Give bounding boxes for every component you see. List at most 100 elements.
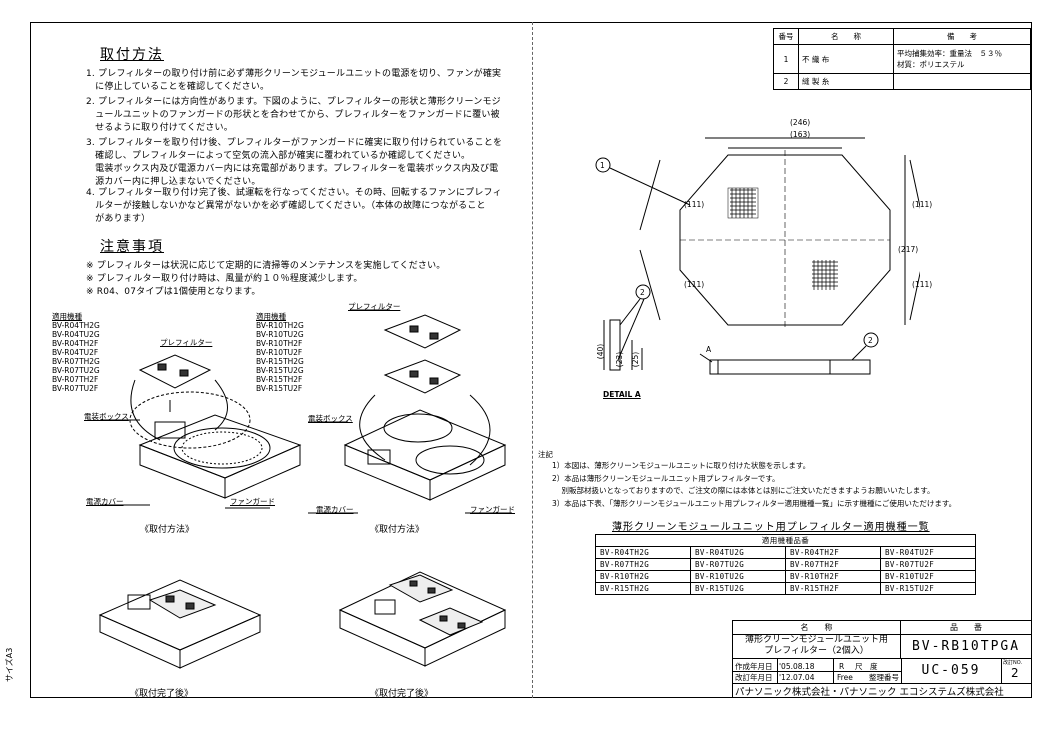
balloon-2: 2	[868, 336, 873, 345]
table-cell: BV-R04TU2F	[880, 546, 976, 559]
caption-done: 《取付完了後》	[130, 689, 194, 699]
table-cell: BV-R07TH2F	[785, 558, 881, 571]
title-name-line: プレフィルター（2個入）	[764, 646, 869, 656]
model-item: BV-R04TU2F	[52, 348, 99, 357]
table-cell: BV-R07TH2G	[595, 558, 691, 571]
table-row: BV-R04TH2G BV-R04TU2G BV-R04TH2F BV-R04T…	[595, 546, 976, 559]
table-cell: BV-R04TH2G	[595, 546, 691, 559]
parts-row-name: 不 織 布	[798, 44, 894, 74]
mesh-pattern-1	[727, 187, 759, 219]
revised-label: 改訂年月日	[735, 673, 773, 682]
table-cell: BV-R07TU2G	[690, 558, 786, 571]
model-item: BV-R15TH2F	[256, 375, 303, 384]
table-row: BV-R10TH2G BV-R10TU2G BV-R10TH2F BV-R10T…	[595, 570, 976, 583]
drawing-no-label: 整理番号	[869, 673, 899, 682]
free-label: Free	[837, 673, 853, 682]
model-item: BV-R10TH2G	[256, 321, 304, 330]
model-item: BV-R07TU2F	[52, 384, 99, 393]
prefilter-drawing	[595, 137, 920, 330]
title-col-line	[1001, 659, 1002, 683]
model-item: BV-R10TH2F	[256, 339, 303, 348]
title-name-line: 薄形クリーンモジュールユニット用	[745, 635, 888, 645]
dim-163: (163)	[790, 130, 811, 139]
model-item: BV-R07TU2G	[52, 366, 100, 375]
caution-item: ※ R04、07タイプは1個使用となります。	[86, 287, 261, 297]
title-col-line	[777, 659, 778, 683]
left-models-list: BV-R04TH2G BV-R04TU2G BV-R04TH2F BV-R04T…	[52, 321, 100, 393]
dim-40: (40)	[596, 343, 606, 360]
rev-label: 改訂NO.	[1003, 660, 1023, 666]
notes-heading: 注記	[538, 450, 553, 459]
dim-111: (111)	[684, 200, 705, 209]
model-item: BV-R15TU2F	[256, 384, 303, 393]
caution-item: ※ プレフィルターは状況に応じて定期的に清掃等のメンテナンスを実施してください。	[86, 261, 446, 271]
install-heading: 取付方法	[100, 47, 164, 63]
parts-row-note: 平均捕集効率：重量法 ５３％ 材質：ポリエステル	[893, 44, 1031, 74]
label-fanguard: ファンガード	[470, 505, 515, 514]
label-prefilter: プレフィルター	[160, 338, 213, 347]
label-prefilter: プレフィルター	[348, 302, 401, 311]
parts-header-name: 名 称	[798, 28, 894, 45]
install-step-1: 1. プレフィルターの取り付け前に必ず薄形クリーンモジュールユニットの電源を切り…	[86, 69, 502, 92]
label-electrical-box: 電装ボックス	[308, 414, 353, 423]
title-name-header: 名 称	[733, 621, 901, 635]
note-item: 2）本品は薄形クリーンモジュールユニット用プレフィルターです。	[552, 474, 780, 483]
install-step-4: 4. プレフィルター取り付け完了後、試運転を行なってください。その時、回転するフ…	[86, 188, 502, 224]
balloon-1: 1	[600, 161, 605, 170]
title-row-line	[733, 671, 901, 672]
parts-note-line: 材質：ポリエステル	[897, 60, 965, 69]
label-power-cover: 電源カバー	[86, 497, 124, 506]
table-cell: BV-R10TU2F	[880, 570, 976, 583]
created-label: 作成年月日	[735, 662, 773, 671]
applicable-header: 適用機種品番	[595, 534, 976, 547]
parts-row-no: 1	[773, 44, 799, 74]
table-cell: BV-R10TH2G	[595, 570, 691, 583]
title-col-line	[901, 659, 902, 683]
drawing-sheet	[30, 22, 1032, 698]
caution-item: ※ プレフィルター取り付け時は、風量が約１０％程度減少します。	[86, 274, 363, 284]
note-item: 1）本図は、薄形クリーンモジュールユニットに取り付けた状態を示します。	[552, 461, 811, 470]
table-cell: BV-R15TH2F	[785, 582, 881, 595]
sheet-divider	[532, 22, 533, 698]
note-item: 別販部材扱いとなっておりますので、ご注文の際には本体とは別にご注文いただきますよ…	[552, 486, 935, 495]
caution-heading: 注意事項	[100, 239, 164, 255]
dim-111: (111)	[684, 280, 705, 289]
r-label: R	[839, 662, 845, 671]
parts-row-note	[893, 73, 1031, 90]
drawing-number: UC-059	[921, 663, 981, 678]
revised-date: '12.07.04	[779, 673, 815, 682]
dim-111: (111)	[912, 280, 933, 289]
caption-method: 《取付方法》	[370, 525, 425, 535]
table-cell: BV-R04TH2F	[785, 546, 881, 559]
parts-row-no: 2	[773, 73, 799, 90]
model-item: BV-R10TU2G	[256, 330, 304, 339]
parts-note-line: 平均捕集効率：重量法 ５３％	[897, 49, 1002, 58]
detail-mark: A	[706, 345, 712, 354]
sheet-size-label: サイズA3	[5, 647, 14, 682]
label-fanguard: ファンガード	[230, 497, 275, 506]
table-cell: BV-R10TU2G	[690, 570, 786, 583]
model-item: BV-R07TH2F	[52, 375, 99, 384]
install-step-3: 3. プレフィルターを取り付け後、プレフィルターがファンガードに確実に取り付けら…	[86, 138, 503, 187]
dim-25: (25)	[631, 351, 641, 368]
table-cell: BV-R15TU2G	[690, 582, 786, 595]
applicable-title: 薄形クリーンモジュールユニット用プレフィルター適用機種一覧	[612, 522, 930, 533]
table-cell: BV-R15TH2G	[595, 582, 691, 595]
model-item: BV-R07TH2G	[52, 357, 100, 366]
table-row: BV-R07TH2G BV-R07TU2G BV-R07TH2F BV-R07T…	[595, 558, 976, 571]
right-models-label: 適用機種	[256, 312, 286, 321]
model-item: BV-R04TH2G	[52, 321, 100, 330]
installation-illustrations	[98, 309, 512, 669]
install-step-2: 2. プレフィルターには方向性があります。下図のように、プレフィルターの形状と薄…	[86, 97, 501, 133]
model-item: BV-R04TH2F	[52, 339, 99, 348]
model-item: BV-R04TU2G	[52, 330, 100, 339]
detail-label: DETAIL A	[603, 390, 641, 399]
title-col-line	[833, 659, 834, 683]
note-item: 3）本品は下表、「薄形クリーンモジュールユニット用プレフィルター適用機種一覧」に…	[552, 499, 957, 508]
scale-label: 尺 度	[855, 662, 878, 671]
dim-217: (217)	[898, 245, 919, 254]
table-cell: BV-R04TU2G	[690, 546, 786, 559]
caption-done: 《取付完了後》	[370, 689, 434, 699]
model-item: BV-R10TU2F	[256, 348, 303, 357]
part-number: BV-RB10TPGA	[901, 635, 1031, 659]
